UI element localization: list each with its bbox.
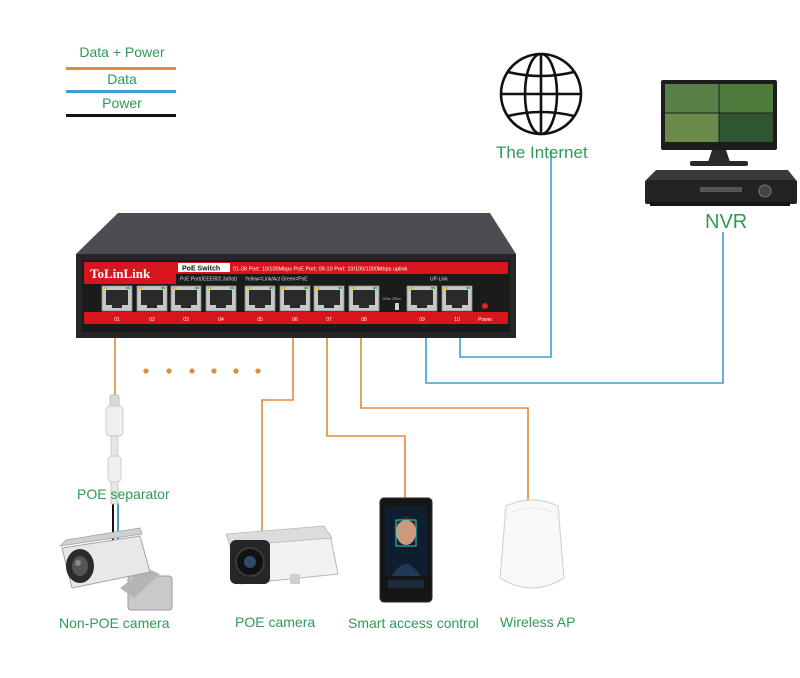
link-poe-camera: [261, 316, 294, 532]
wireless-ap-icon: [499, 499, 565, 589]
poe-separator-icon: [105, 394, 124, 505]
separator-label: POE separator: [77, 486, 170, 502]
dot: [166, 368, 172, 374]
monitor-icon: [661, 80, 777, 166]
switch-red-band-bottom: [84, 312, 508, 324]
switch-brand: ToLinLink: [90, 266, 151, 281]
switch-power-label: Power: [478, 317, 493, 323]
port-number-01: 01: [114, 317, 120, 323]
rj45-port-07: 07: [313, 285, 345, 323]
link-nvr: [425, 232, 724, 384]
power-led: [482, 303, 488, 309]
rj45-port-08: 08: [348, 285, 380, 323]
legend-label-power: Power: [102, 95, 142, 111]
rj45-port-02: 02: [136, 285, 168, 323]
nvr-label: NVR: [705, 211, 748, 233]
ellipsis-dots: [143, 368, 261, 374]
port-number-02: 02: [149, 317, 155, 323]
access-control-label: Smart access control: [348, 615, 479, 631]
legend-line-data: [66, 90, 176, 93]
port-number-06: 06: [292, 317, 298, 323]
rj45-port-10: 10: [441, 285, 473, 323]
rj45-port-01: 01: [101, 285, 133, 323]
nvr-device-icon: [645, 170, 797, 206]
port-number-05: 05: [257, 317, 263, 323]
non-poe-camera-label: Non-POE camera: [59, 615, 170, 631]
legend-line-power: [66, 114, 176, 117]
switch-speed-note: 100m 250m: [382, 297, 401, 301]
non-poe-camera-icon: [58, 527, 173, 611]
dot: [189, 368, 195, 374]
internet-label: The Internet: [496, 143, 588, 162]
dot: [255, 368, 261, 374]
switch-spec: 01-08 Port: 10/100Mbps PoE Port; 09-10 P…: [233, 267, 408, 273]
globe-icon: [499, 52, 583, 136]
rj45-port-05: 05: [244, 285, 276, 323]
poe-camera-icon: [225, 525, 339, 585]
switch-group-poe: PoE Port(IEEE802.3af/at): [180, 277, 237, 283]
port-number-10: 10: [454, 317, 460, 323]
switch-model: PoE Switch: [182, 266, 220, 273]
switch-top: [76, 213, 516, 254]
dot: [211, 368, 217, 374]
link-wireless-ap: [360, 316, 529, 500]
dot: [143, 368, 149, 374]
link-access-control: [326, 316, 406, 498]
rj45-port-04: 04: [205, 285, 237, 323]
rj45-port-03: 03: [170, 285, 202, 323]
switch-group-led: Yellow=Link/Act Green=PoE: [245, 277, 308, 283]
port-number-09: 09: [419, 317, 425, 323]
poe-switch: ToLinLink PoE Switch 01-08 Port: 10/100M…: [76, 213, 516, 338]
port-number-07: 07: [326, 317, 332, 323]
rj45-port-09: 09: [406, 285, 438, 323]
poe-camera-label: POE camera: [235, 614, 316, 630]
legend-label-data-power: Data + Power: [79, 44, 165, 60]
port-group: 01 02 03 04 05 06 07 08 09 10: [101, 285, 473, 323]
port-number-08: 08: [361, 317, 367, 323]
connections: [112, 150, 724, 540]
port-number-04: 04: [218, 317, 224, 323]
legend-line-data-power: [66, 67, 176, 70]
wireless-ap-label: Wireless AP: [500, 614, 576, 630]
legend-label-data: Data: [107, 71, 137, 87]
switch-group-uplink: UP-Link: [430, 277, 448, 283]
access-control-icon: [379, 497, 433, 603]
rj45-port-06: 06: [279, 285, 311, 323]
port-number-03: 03: [183, 317, 189, 323]
dot: [233, 368, 239, 374]
